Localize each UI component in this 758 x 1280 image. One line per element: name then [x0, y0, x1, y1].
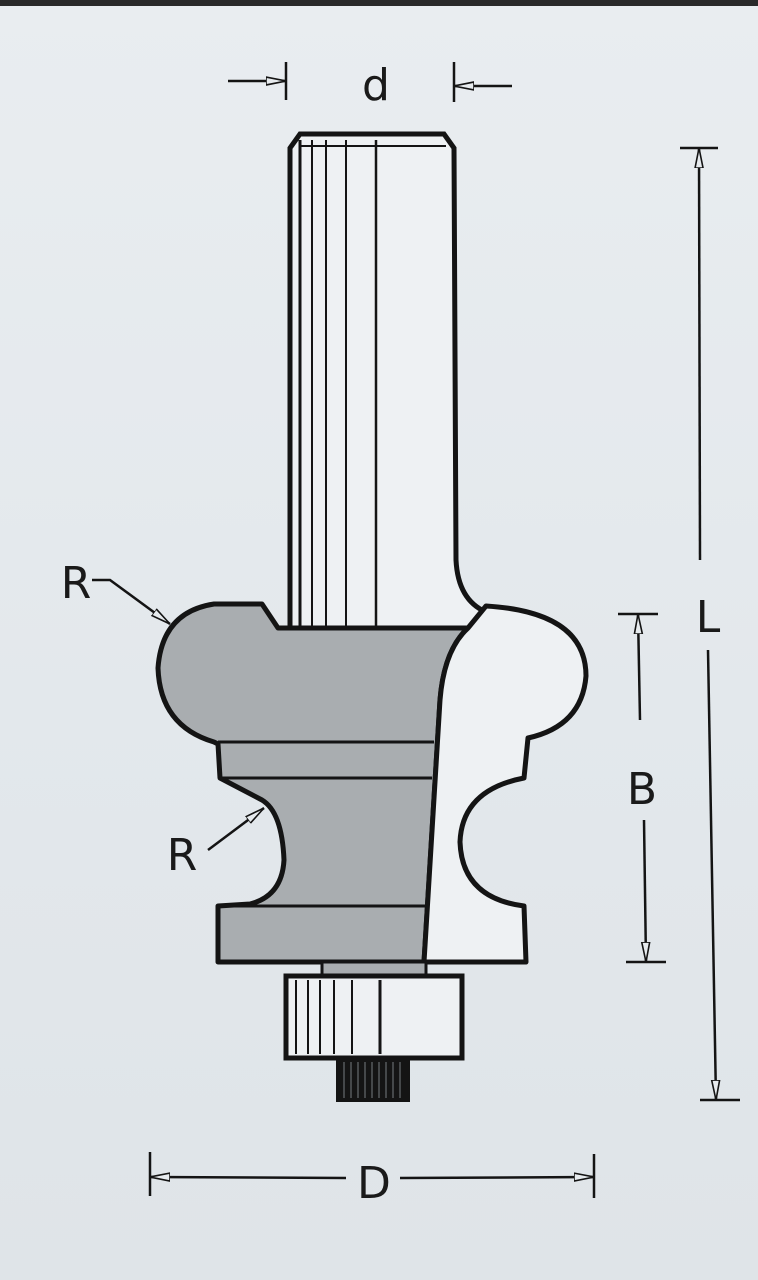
label-radius-top: R — [61, 558, 92, 609]
bearing — [283, 960, 465, 1061]
label-radius-middle: R — [167, 830, 198, 881]
label-d: d — [362, 60, 390, 111]
shank — [287, 131, 491, 633]
dimension-cap-d — [148, 1152, 596, 1198]
radius-leader-middle — [207, 807, 265, 851]
cutter-body — [155, 601, 471, 965]
label-cap-d: D — [357, 1158, 391, 1209]
label-b: B — [627, 764, 657, 815]
dimension-b — [618, 612, 666, 964]
dimension-d — [228, 62, 512, 102]
radius-leader-top — [92, 578, 171, 626]
dimension-l — [680, 146, 740, 1102]
cutter-blade — [421, 603, 589, 965]
bearing-screw — [336, 1058, 410, 1102]
label-l: L — [696, 592, 721, 643]
